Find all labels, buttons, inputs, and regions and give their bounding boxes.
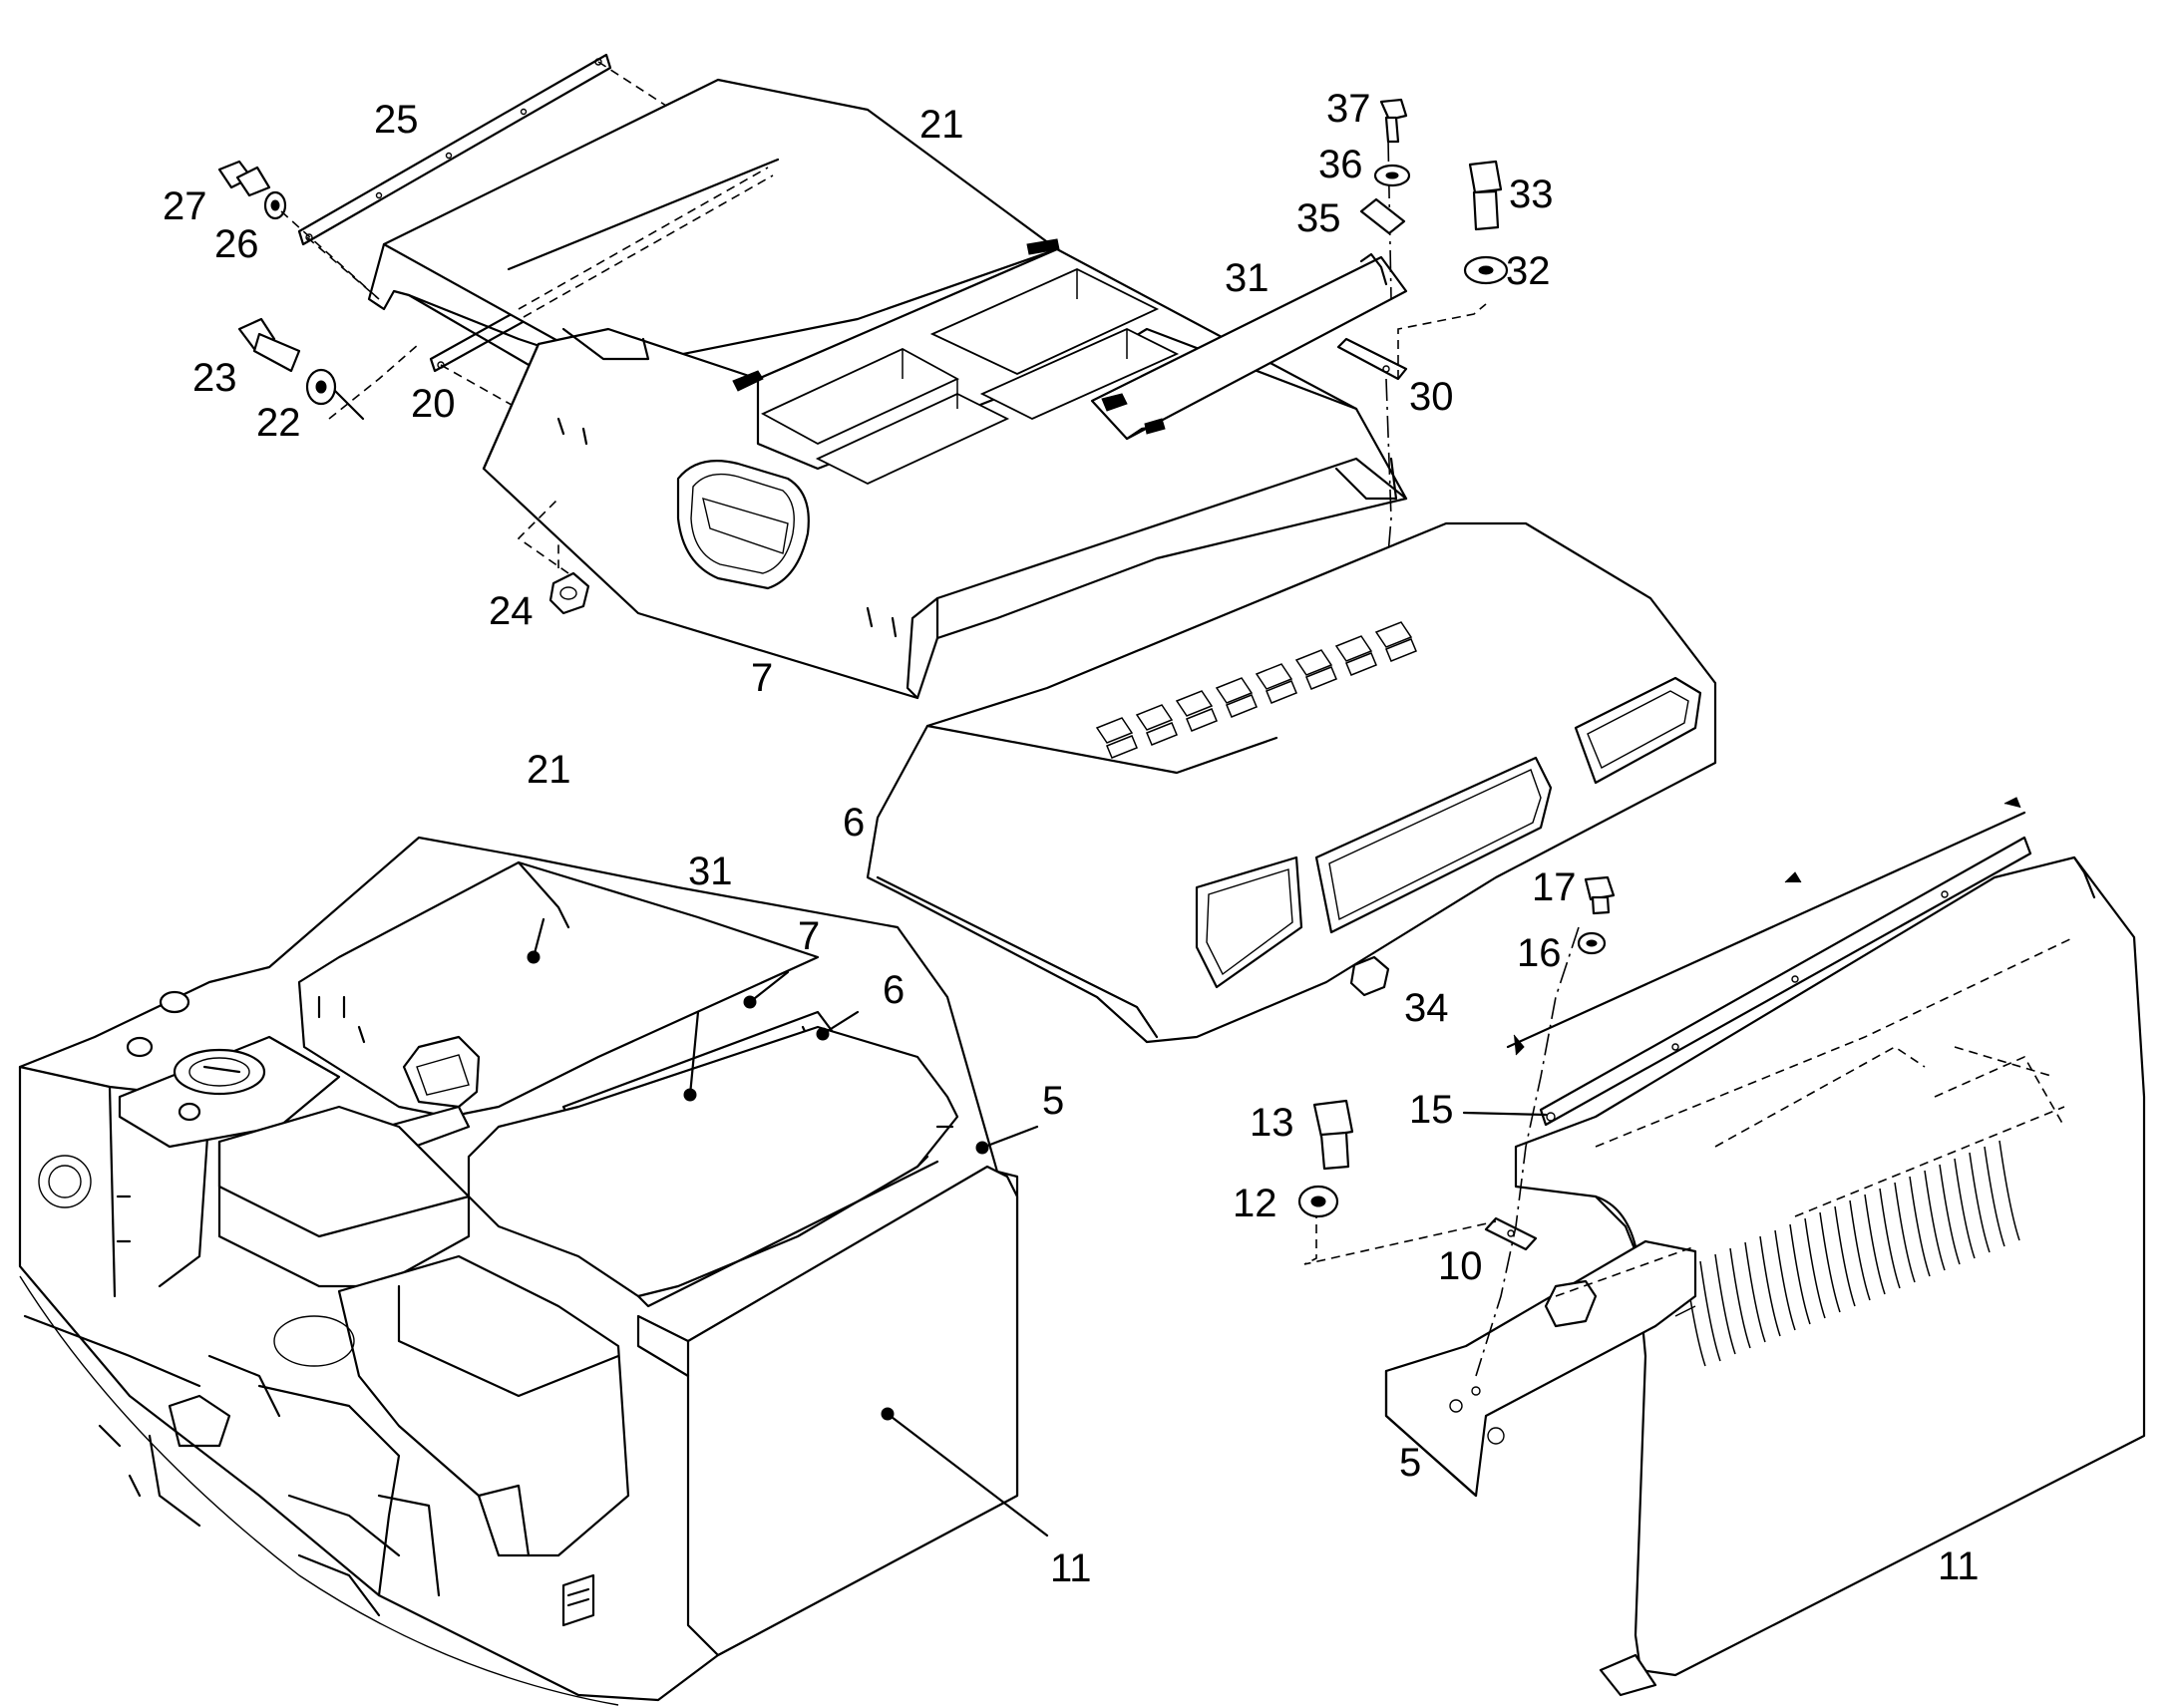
part-13-bolt — [1312, 1099, 1354, 1171]
console-6-window-left — [1195, 855, 1303, 989]
callout-7-lower: 7 — [798, 914, 820, 958]
callout-30: 30 — [1409, 375, 1454, 419]
callout-5-left: 5 — [1042, 1079, 1064, 1123]
callout-11-right: 11 — [1938, 1544, 1980, 1588]
part-22-washer — [305, 368, 337, 406]
leader-22 — [333, 389, 365, 421]
part-12-washer — [1297, 1185, 1339, 1218]
callout-25: 25 — [374, 98, 419, 142]
part-32-washer — [1463, 255, 1509, 285]
callout-33: 33 — [1509, 172, 1554, 216]
part-23-bolt — [237, 317, 301, 373]
part-37-bolt — [1379, 98, 1408, 144]
callout-11-left: 11 — [1050, 1546, 1092, 1590]
callout-36: 36 — [1318, 143, 1363, 186]
callout-37: 37 — [1326, 87, 1371, 131]
callout-12: 12 — [1233, 1182, 1277, 1225]
part-25-strip — [297, 53, 612, 246]
machine-assembly — [18, 836, 1019, 1702]
part-11-side-cover — [1514, 855, 2146, 1697]
callout-31-upper: 31 — [1225, 256, 1270, 300]
callout-16: 16 — [1517, 931, 1562, 975]
cover-7-vents — [761, 268, 1180, 485]
part-24-nut — [548, 571, 590, 615]
callout-21-lower: 21 — [527, 748, 571, 792]
part-34-nut — [1349, 955, 1390, 997]
callout-34: 34 — [1404, 986, 1449, 1030]
console-6-grille — [1095, 621, 1417, 759]
part-10-plate — [1484, 1216, 1538, 1251]
callout-6-upper: 6 — [843, 801, 865, 845]
part-35-clip — [1359, 197, 1406, 235]
callout-10: 10 — [1438, 1244, 1483, 1288]
callout-35: 35 — [1296, 196, 1341, 240]
part-6-console — [866, 521, 1717, 1044]
assembly-axis-17-10 — [1475, 926, 1580, 1377]
part-30-plate — [1336, 337, 1408, 381]
part-33-bolt — [1468, 160, 1503, 231]
callout-21-upper: 21 — [919, 103, 964, 147]
circle-cutout-border — [19, 1275, 619, 1706]
part-15-strip — [1506, 797, 2032, 1132]
callout-15: 15 — [1409, 1088, 1454, 1132]
assembly-line-27 — [280, 210, 380, 300]
assembly-line-13 — [1303, 1195, 1497, 1265]
part-36-washer — [1373, 164, 1411, 187]
callout-26: 26 — [214, 222, 259, 266]
callout-32: 32 — [1506, 249, 1551, 293]
callout-13: 13 — [1250, 1101, 1294, 1145]
part-27-bolt — [217, 160, 271, 197]
callout-24: 24 — [489, 589, 534, 633]
callout-27: 27 — [163, 184, 207, 228]
callout-17: 17 — [1532, 865, 1577, 909]
assembly-line-33 — [1397, 303, 1487, 379]
callout-6-lower: 6 — [883, 968, 905, 1012]
callout-22: 22 — [256, 401, 301, 445]
part-17-bolt — [1584, 875, 1616, 915]
leader-15 — [1462, 1111, 1548, 1117]
cover-11-hidden-edges — [1595, 936, 2075, 1217]
leader-lines-lower-left — [532, 917, 1049, 1537]
part-5-mount-bracket — [1384, 1239, 1697, 1498]
part-31-bracket — [1090, 252, 1408, 441]
assembly-line-22 — [328, 343, 420, 420]
cover-7-logo-badge — [676, 460, 810, 590]
callout-5-right: 5 — [1399, 1441, 1421, 1485]
part-16-washer — [1577, 931, 1607, 955]
callout-31-lower: 31 — [688, 850, 733, 893]
console-6-window-center — [1314, 756, 1553, 934]
callout-20: 20 — [411, 382, 456, 426]
console-6-window-right — [1574, 676, 1702, 785]
part-26-washer — [263, 190, 287, 220]
callout-7-upper: 7 — [751, 656, 773, 700]
assembly-line-24 — [517, 498, 569, 574]
callout-23: 23 — [192, 356, 237, 400]
callout-labels: 25 21 27 26 23 22 20 24 7 37 36 35 33 32… — [163, 87, 1980, 1590]
